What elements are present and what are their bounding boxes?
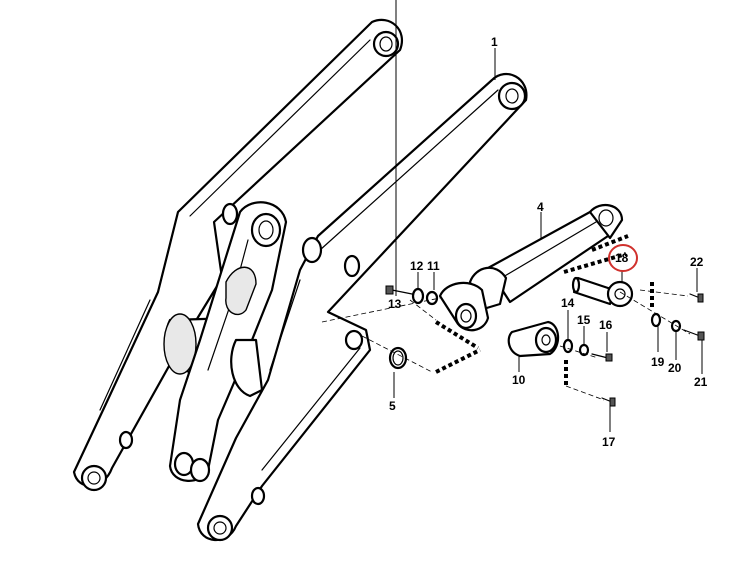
washer-12 bbox=[411, 287, 425, 305]
callout-20: 20 bbox=[668, 361, 682, 375]
callout-22: 22 bbox=[690, 255, 704, 269]
o-ring-5 bbox=[388, 346, 408, 370]
grease-nipple-22 bbox=[689, 293, 704, 303]
bolt-13 bbox=[385, 285, 413, 295]
leader-lines bbox=[393, 0, 703, 432]
washer-19 bbox=[650, 312, 662, 328]
pin-18 bbox=[571, 276, 634, 308]
middle-link bbox=[168, 201, 288, 483]
callout-4: 4 bbox=[537, 200, 544, 214]
part-callouts: 1 4 5 10 11 12 13 14 15 16 17 18 19 20 2… bbox=[388, 35, 708, 449]
washer-15 bbox=[578, 343, 590, 357]
callout-18: 18 bbox=[615, 251, 629, 265]
pin-10 bbox=[507, 320, 560, 358]
grease-nipple-17 bbox=[601, 397, 616, 407]
callout-14: 14 bbox=[561, 296, 575, 310]
callout-15: 15 bbox=[577, 313, 591, 327]
callout-5: 5 bbox=[389, 399, 396, 413]
highlight-ring-18 bbox=[608, 244, 638, 272]
bolt-21 bbox=[683, 329, 705, 341]
hydraulic-cylinder bbox=[438, 203, 624, 332]
nut-11 bbox=[425, 290, 439, 306]
front-boom-arm bbox=[196, 72, 528, 542]
callout-1: 1 bbox=[491, 35, 498, 49]
callout-16: 16 bbox=[599, 318, 613, 332]
callout-19: 19 bbox=[651, 355, 665, 369]
callout-12: 12 bbox=[410, 259, 424, 273]
callout-17: 17 bbox=[602, 435, 616, 449]
washer-14 bbox=[562, 338, 574, 354]
assembly-lines bbox=[321, 234, 691, 401]
callout-21: 21 bbox=[694, 375, 708, 389]
rear-boom-arm bbox=[72, 18, 403, 492]
callout-13: 13 bbox=[388, 297, 402, 311]
bolt-16 bbox=[591, 353, 613, 362]
callout-11: 11 bbox=[427, 259, 440, 273]
callout-10: 10 bbox=[512, 373, 526, 387]
